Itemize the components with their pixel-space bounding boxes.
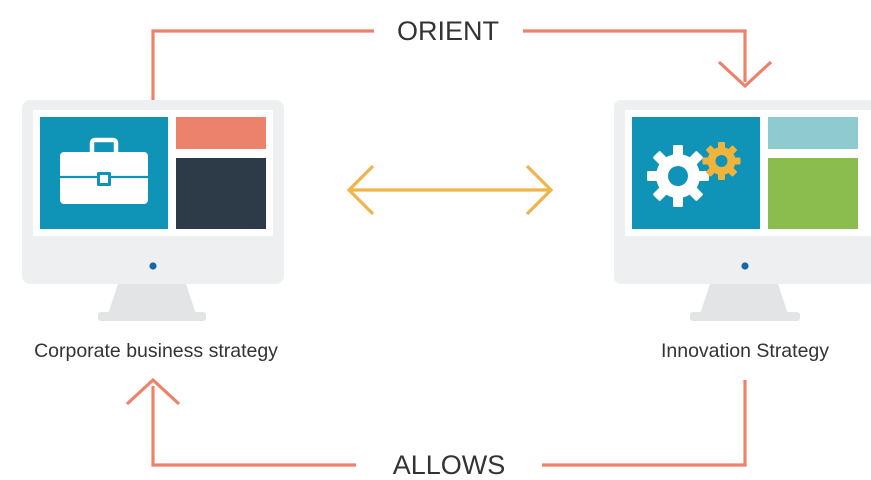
orient-arrow-left-segment [151, 29, 374, 100]
left-screen-dark-tile [176, 158, 266, 229]
small-gear-icon [702, 142, 741, 180]
orient-label: ORIENT [397, 16, 499, 46]
allows-arrowhead-icon [125, 377, 181, 406]
right-screen-teal-tile [768, 117, 858, 149]
orient-arrowhead-icon [717, 60, 773, 89]
left-monitor-caption: Corporate business strategy [34, 340, 278, 362]
orient-arrow [151, 29, 773, 100]
bidirectional-arrow-icon [346, 164, 554, 216]
right-power-dot [741, 262, 749, 270]
orient-arrow-right-segment [523, 29, 747, 82]
left-monitor-base [98, 312, 206, 321]
allows-label: ALLOWS [393, 450, 506, 480]
left-screen-coral-tile [176, 117, 266, 149]
right-monitor-neck [700, 284, 788, 314]
allows-arrow-right-segment [542, 380, 747, 467]
right-monitor-base [690, 312, 800, 321]
right-monitor-caption: Innovation Strategy [661, 340, 829, 362]
left-monitor-neck [108, 284, 196, 314]
allows-arrow-left-segment [151, 386, 356, 467]
left-power-dot [149, 262, 157, 270]
left-monitor [22, 100, 284, 321]
large-gear-icon [647, 145, 709, 207]
gears-icon [647, 142, 741, 207]
allows-arrow [125, 377, 747, 467]
briefcase-icon [60, 137, 148, 204]
right-screen-green-tile [768, 158, 858, 229]
right-monitor [614, 100, 871, 321]
